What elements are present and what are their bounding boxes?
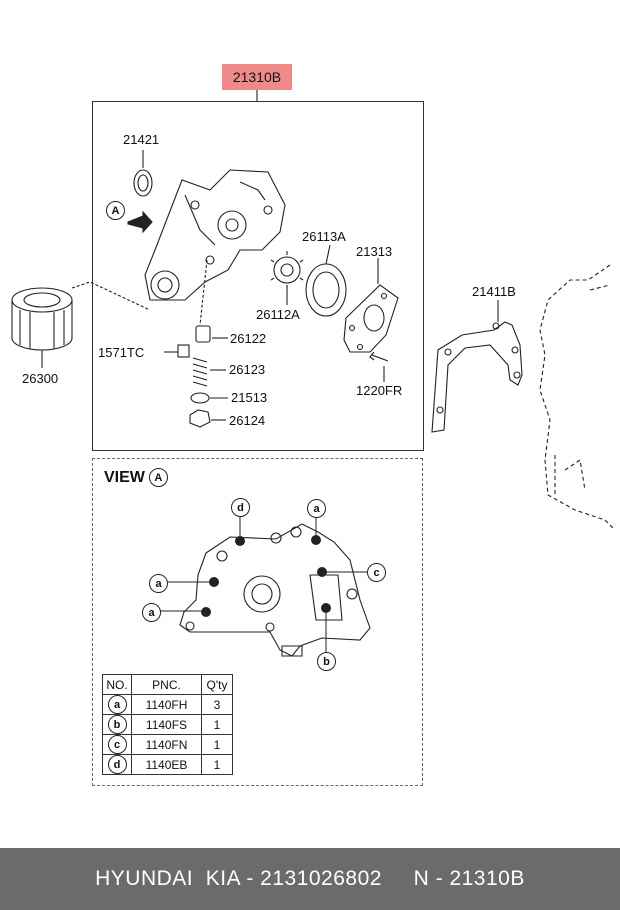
bolt-drawing (369, 351, 389, 362)
view-a-frame (92, 458, 423, 786)
gasket-drawing (431, 321, 523, 433)
row-pnc: 1140FH (131, 694, 202, 715)
footer-bar: HYUNDAI KIA - 2131026802 N - 21310B (0, 848, 620, 910)
plug-nut-drawing (189, 409, 211, 428)
engine-block-outline (539, 264, 616, 531)
part-label-26112A: 26112A (256, 307, 300, 322)
callout-d: d (231, 498, 250, 517)
col-header-qty: Q'ty (201, 674, 233, 695)
table-row: b 1140FS 1 (102, 714, 233, 735)
view-a-title: VIEW A (104, 468, 168, 487)
callout-b: b (317, 652, 336, 671)
oil-filter-drawing (11, 287, 73, 368)
view-title-text: VIEW (104, 468, 145, 486)
row-pnc: 1140EB (131, 754, 202, 775)
row-pnc: 1140FN (131, 734, 202, 755)
part-label-21313: 21313 (356, 244, 393, 259)
view-title-marker: A (148, 468, 168, 487)
part-label-1571TC: 1571TC (98, 345, 145, 360)
plunger-drawing (195, 325, 211, 343)
callout-a-left-upper: a (149, 574, 168, 593)
table-header-row: NO. PNC. Q'ty (102, 674, 233, 695)
part-label-26123: 26123 (229, 362, 266, 377)
row-no: d (107, 755, 127, 774)
row-qty: 1 (201, 754, 233, 775)
footer-text: HYUNDAI KIA - 2131026802 N - 21310B (95, 867, 525, 890)
part-label-26300: 26300 (22, 371, 59, 386)
plug-drawing (177, 344, 190, 358)
callout-a-top: a (307, 499, 326, 518)
row-no: c (107, 735, 127, 754)
row-pnc: 1140FS (131, 714, 202, 735)
cover-plate-drawing (343, 284, 399, 353)
table-row: d 1140EB 1 (102, 754, 233, 775)
callout-a-left-lower: a (142, 603, 161, 622)
arrow-a-marker: A (106, 201, 125, 220)
view-a-pump-drawing (179, 523, 371, 657)
spring-drawing (192, 357, 208, 387)
seal-drawing (133, 169, 153, 197)
part-label-1220FR: 1220FR (356, 383, 403, 398)
part-label-26124: 26124 (229, 413, 266, 428)
table-row: a 1140FH 3 (102, 694, 233, 715)
table-row: c 1140FN 1 (102, 734, 233, 755)
callout-c: c (367, 563, 386, 582)
part-label-21513: 21513 (231, 390, 268, 405)
oil-pump-body-drawing (144, 169, 286, 301)
part-label-26122: 26122 (230, 331, 267, 346)
o-ring-drawing (190, 392, 210, 404)
part-label-21421: 21421 (123, 132, 160, 147)
part-label-26113A: 26113A (302, 229, 346, 244)
row-qty: 1 (201, 714, 233, 735)
assembly-part-number: 21310B (222, 64, 292, 90)
row-qty: 3 (201, 694, 233, 715)
col-header-no: NO. (102, 674, 132, 695)
row-no: a (107, 695, 127, 714)
col-header-pnc: PNC. (131, 674, 202, 695)
part-label-21411B: 21411B (472, 284, 516, 299)
row-qty: 1 (201, 734, 233, 755)
exploded-view-frame (92, 101, 424, 451)
fastener-table: NO. PNC. Q'ty a 1140FH 3 b 1140FS 1 c 11… (102, 674, 233, 775)
row-no: b (107, 715, 127, 734)
